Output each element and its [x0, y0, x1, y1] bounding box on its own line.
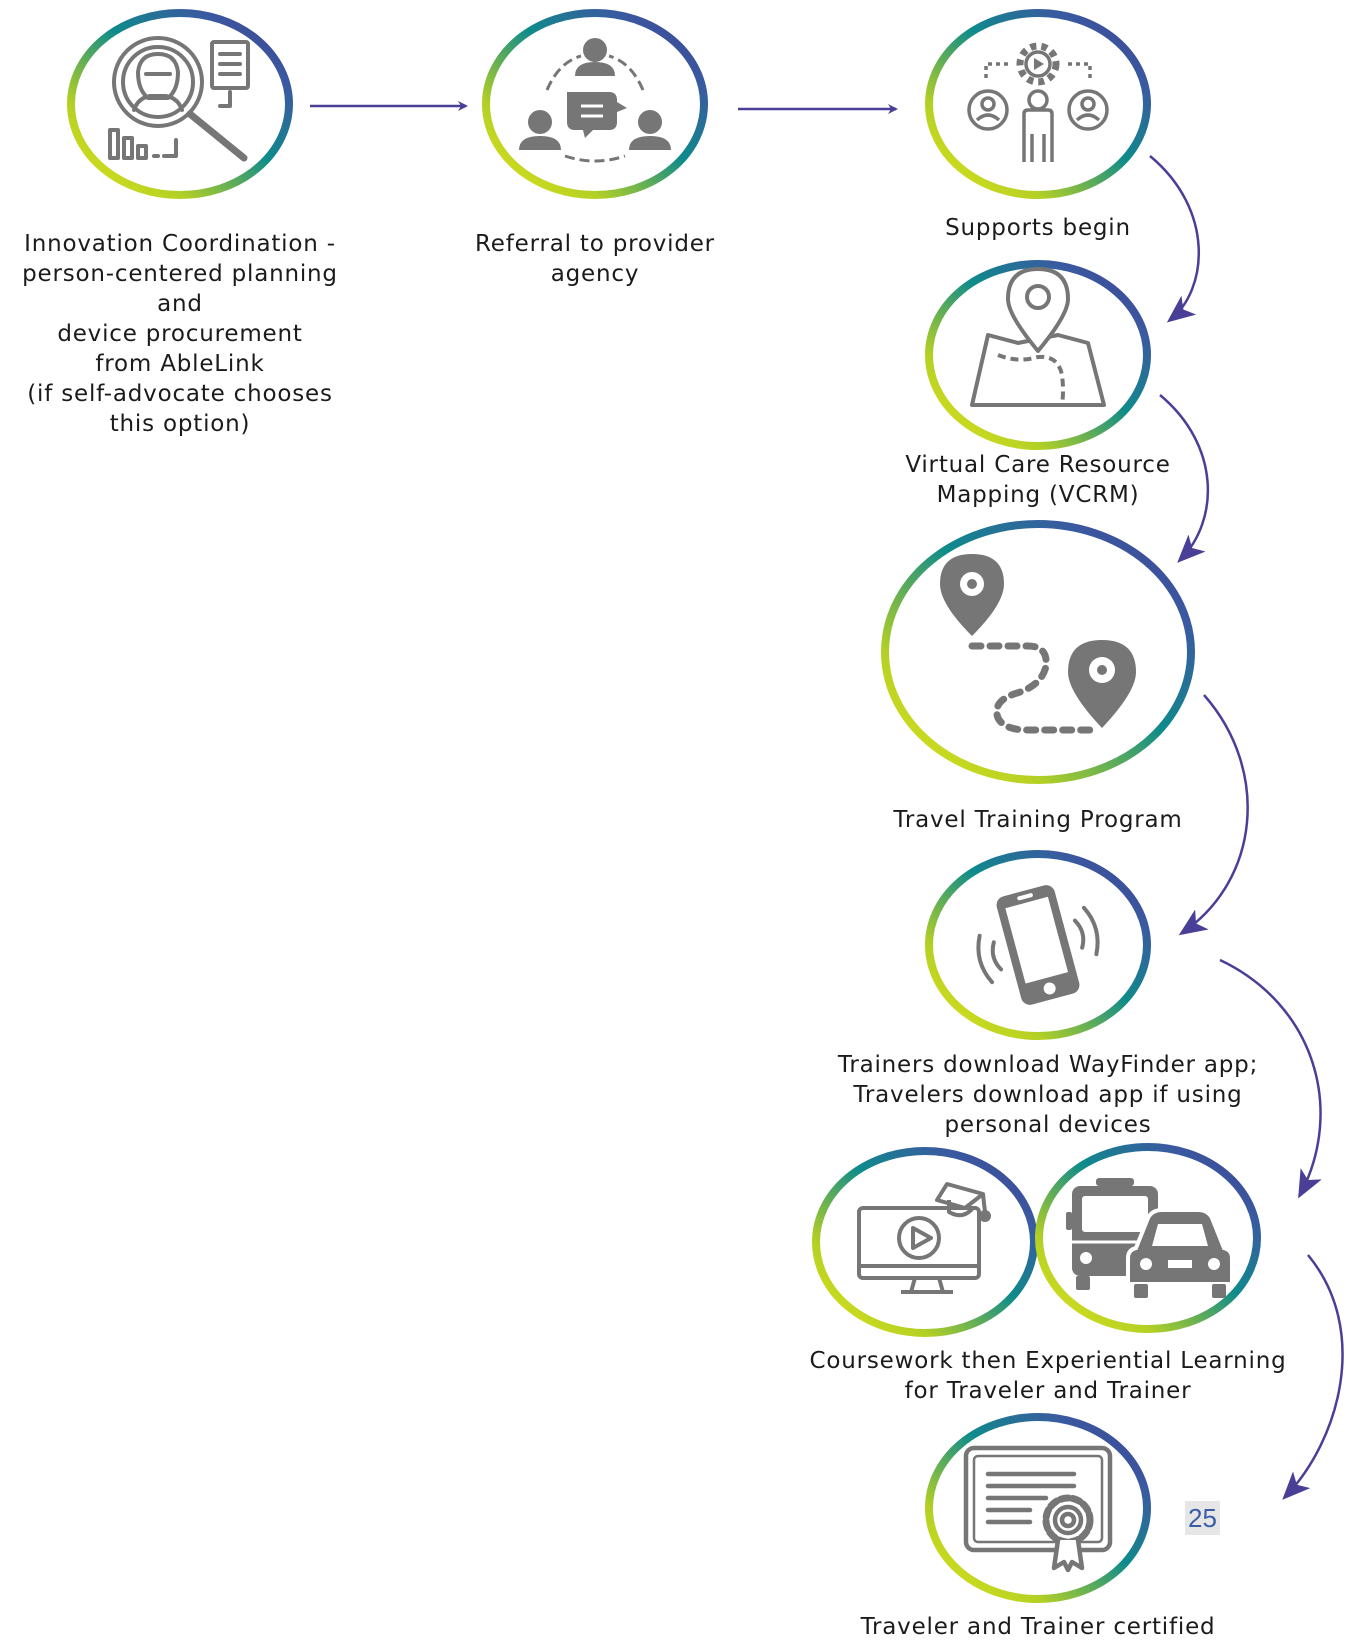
- arrow-wayfinder-to-coursework: [1219, 958, 1322, 1199]
- label-line: agency: [550, 261, 640, 287]
- arrow-travel-to-wayfinder: [1178, 694, 1249, 936]
- ring-supports: [925, 9, 1151, 199]
- online-course-icon: [857, 1182, 991, 1294]
- certificate-icon: [963, 1445, 1113, 1573]
- label-line: Coursework then Experiential Learning: [809, 1348, 1287, 1374]
- arrow-supports-to-vcrm: [1149, 155, 1201, 323]
- label-line: for Traveler and Trainer: [904, 1378, 1192, 1404]
- label-line: this option): [109, 411, 251, 437]
- label-line: Supports begin: [945, 215, 1131, 241]
- label-innovation: Innovation Coordination - person-centere…: [0, 229, 360, 439]
- label-vcrm: Virtual Care Resource Mapping (VCRM): [858, 450, 1218, 510]
- label-line: Traveler and Trainer certified: [860, 1614, 1216, 1640]
- page-number: 25: [1185, 1501, 1220, 1535]
- label-line: Virtual Care Resource: [905, 452, 1171, 478]
- team-gear-icon: [967, 42, 1109, 162]
- map-pin-icon: [970, 267, 1106, 407]
- label-wayfinder: Trainers download WayFinder app; Travele…: [788, 1050, 1308, 1140]
- label-coursework: Coursework then Experiential Learning fo…: [768, 1346, 1328, 1406]
- label-line: and: [157, 291, 203, 317]
- ring-certified: [925, 1413, 1151, 1603]
- label-line: Referral to provider: [475, 231, 715, 257]
- person-search-chart-icon: [108, 36, 250, 162]
- label-line: person-centered planning: [22, 261, 338, 287]
- connector-arrows: [310, 101, 1344, 1500]
- label-line: Mapping (VCRM): [936, 482, 1140, 508]
- label-referral: Referral to provider agency: [435, 229, 755, 289]
- bus-car-icon: [1066, 1178, 1234, 1298]
- label-certified: Traveler and Trainer certified: [838, 1612, 1238, 1642]
- label-line: device procurement: [57, 321, 303, 347]
- label-line: Trainers download WayFinder app;: [837, 1052, 1259, 1078]
- label-line: Travelers download app if using: [853, 1082, 1243, 1108]
- label-line: (if self-advocate chooses: [27, 381, 333, 407]
- label-line: Travel Training Program: [893, 807, 1183, 833]
- arrow-vcrm-to-travel: [1159, 394, 1210, 563]
- ring-travel: [881, 520, 1195, 784]
- group-conversation-icon: [519, 38, 671, 163]
- label-line: Innovation Coordination -: [24, 231, 336, 257]
- arrow-coursework-to-certified: [1282, 1254, 1344, 1500]
- route-pins-icon: [940, 554, 1136, 734]
- vibrating-phone-icon: [976, 885, 1100, 1005]
- label-travel: Travel Training Program: [858, 805, 1218, 835]
- label-line: from AbleLink: [95, 351, 265, 377]
- label-line: personal devices: [944, 1112, 1152, 1138]
- label-supports: Supports begin: [878, 213, 1198, 243]
